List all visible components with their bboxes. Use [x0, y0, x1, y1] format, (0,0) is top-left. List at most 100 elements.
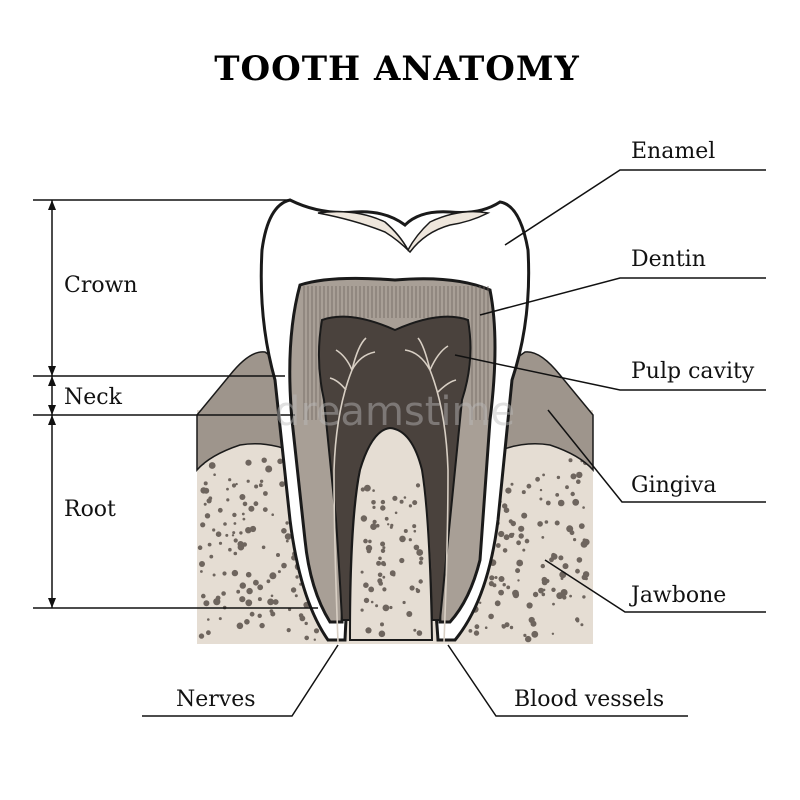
bone-pore — [394, 511, 398, 515]
bone-pore — [272, 575, 276, 579]
bone-pore — [257, 584, 264, 591]
bone-pore — [276, 553, 280, 557]
bone-pore — [253, 579, 259, 586]
bone-pore — [382, 587, 387, 592]
bone-pore — [473, 630, 480, 636]
bone-pore — [200, 522, 206, 528]
bone-pore — [368, 586, 375, 593]
bone-pore — [360, 487, 365, 492]
bone-pore — [413, 529, 417, 533]
bone-pore — [570, 473, 577, 480]
bone-pore — [525, 635, 532, 643]
bone-pore — [512, 589, 519, 597]
bone-pore — [378, 556, 382, 561]
bone-pore — [217, 507, 223, 513]
bone-pore — [239, 582, 246, 589]
bone-pore — [532, 591, 539, 598]
bone-pore — [569, 530, 575, 536]
bone-pore — [199, 561, 205, 567]
bone-pore — [207, 618, 210, 621]
bone-pore — [412, 500, 418, 506]
bone-pore — [526, 483, 532, 489]
bone-pore — [248, 505, 255, 512]
bone-pore — [200, 570, 203, 573]
bone-pore — [408, 504, 412, 508]
bone-pore — [242, 501, 248, 507]
bone-pore — [215, 595, 221, 601]
bone-pore — [399, 557, 405, 564]
bone-pore — [408, 538, 412, 542]
bone-pore — [541, 592, 546, 597]
bone-pore — [509, 625, 514, 630]
bone-pore — [277, 570, 281, 574]
bone-pore — [232, 531, 236, 535]
bone-pore — [239, 596, 246, 603]
bone-pore — [197, 545, 203, 550]
bone-pore — [387, 523, 390, 526]
bone-pore — [489, 575, 495, 581]
bone-pore — [535, 476, 540, 482]
bone-pore — [208, 496, 213, 501]
bone-pore — [239, 531, 243, 535]
bone-pore — [241, 512, 245, 516]
bone-pore — [416, 630, 423, 636]
bone-pore — [212, 528, 216, 532]
bone-pore — [479, 601, 482, 604]
bone-pore — [416, 549, 424, 556]
bone-pore — [542, 473, 545, 477]
bone-pore — [203, 502, 207, 506]
bone-pore — [419, 556, 424, 561]
bone-pore — [392, 573, 396, 577]
bone-pore — [522, 548, 526, 552]
bone-pore — [208, 462, 216, 469]
bone-pore — [382, 562, 387, 567]
bone-pore — [257, 613, 262, 618]
bone-pore — [582, 506, 585, 509]
bone-pore — [537, 521, 543, 527]
bone-pore — [380, 548, 386, 553]
bone-pore — [200, 487, 207, 494]
bone-pore — [557, 499, 565, 507]
bone-pore — [523, 633, 527, 638]
bone-pore — [372, 519, 377, 525]
bone-pore — [212, 573, 216, 577]
bone-pore — [203, 600, 210, 607]
bone-pore — [222, 571, 227, 576]
bone-pore — [233, 538, 238, 543]
bone-pore — [244, 619, 250, 625]
bone-pore — [526, 602, 533, 609]
bone-pore — [370, 600, 374, 604]
bone-pore — [279, 481, 285, 487]
bone-pore — [360, 515, 368, 522]
bone-pore — [538, 587, 544, 594]
bone-pore — [578, 523, 585, 529]
bone-pore — [508, 532, 514, 539]
bone-pore — [568, 458, 573, 463]
bone-pore — [560, 577, 564, 580]
bone-pore — [503, 534, 510, 541]
bone-pore — [502, 503, 508, 509]
bone-pore — [270, 594, 274, 598]
bone-pore — [254, 484, 259, 489]
bone-pore — [540, 563, 545, 569]
bone-pore — [541, 536, 545, 539]
bone-pore — [259, 622, 265, 629]
bone-pore — [231, 534, 235, 537]
bone-pore — [226, 487, 229, 491]
bone-pore — [246, 479, 250, 483]
bone-pore — [556, 475, 561, 480]
bone-pore — [286, 628, 291, 633]
bone-pore — [468, 629, 473, 633]
bone-pore — [372, 489, 375, 492]
bone-pore — [228, 478, 232, 482]
bone-pore — [510, 520, 516, 527]
bone-pore — [380, 541, 386, 547]
bone-pore — [551, 632, 555, 635]
bone-pore — [562, 563, 569, 570]
bone-pore — [371, 500, 376, 505]
bone-pore — [236, 622, 244, 630]
bone-pore — [560, 589, 568, 596]
bone-pore — [284, 533, 292, 540]
bone-pore — [539, 488, 543, 492]
bone-pore — [382, 546, 386, 550]
